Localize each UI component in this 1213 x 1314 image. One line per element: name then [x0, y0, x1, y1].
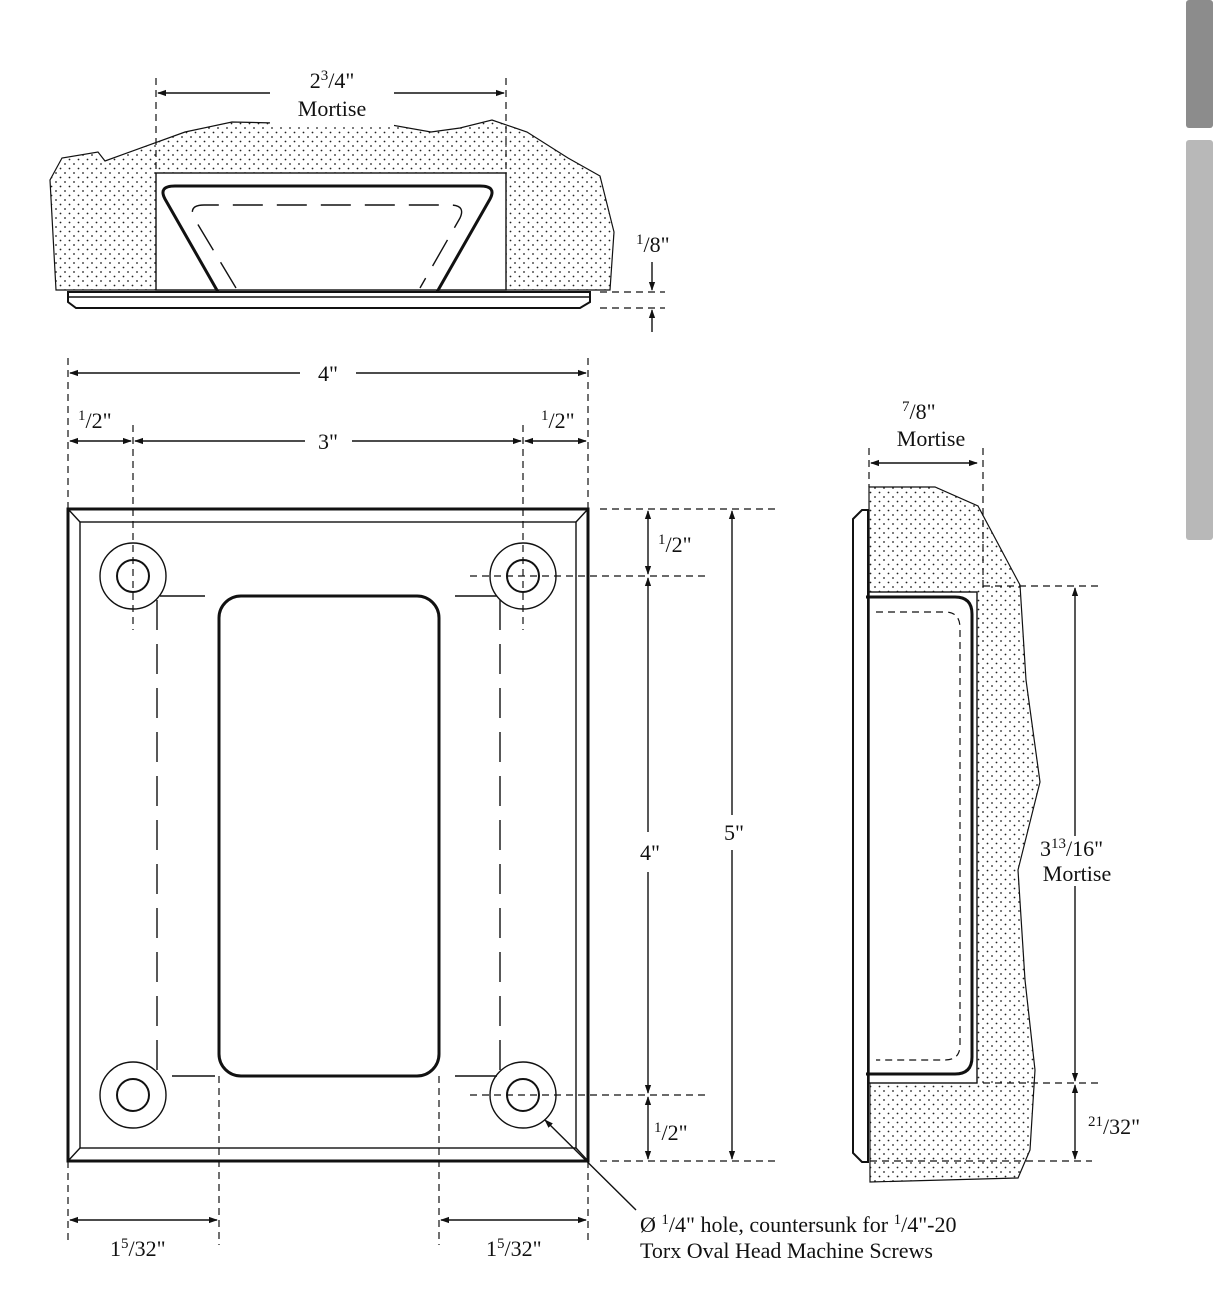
- hole-note-line-1: Ø 1/4" hole, countersunk for 1/4"-20: [640, 1212, 957, 1237]
- top-view-flange: [67, 291, 591, 309]
- top-mortise-width-label: 23/4": [310, 68, 355, 93]
- top-view-handle-hidden-line: [191, 204, 463, 289]
- side-mortise-depth-label: 7/8": [902, 399, 936, 424]
- front-plate-outline: [66, 507, 590, 1163]
- side-view: 7/8" Mortise 313/16" Mortise 21/32": [852, 399, 1140, 1183]
- top-edge-to-hole-label: 1/2": [658, 532, 692, 557]
- overall-height-label: 5": [724, 820, 744, 845]
- side-bottom-offset-label: 21/32": [1088, 1114, 1140, 1139]
- overall-width-label: 4": [318, 361, 338, 386]
- page-edge-tabs: [1186, 0, 1213, 540]
- vertical-hole-spacing-label: 4": [640, 840, 660, 865]
- side-mortise-height-label: 313/16": [1040, 836, 1103, 861]
- top-view: 23/4" Mortise 1/8": [49, 60, 670, 332]
- hole-spacing-label: 3": [318, 429, 338, 454]
- side-view-handle-hidden-line: [876, 611, 961, 1061]
- front-plate-bevel: [79, 521, 577, 1149]
- front-handle-recess: [217, 594, 441, 1078]
- left-edge-to-hole-label: 1/2": [78, 408, 112, 433]
- top-view-handle-cup: [161, 184, 494, 293]
- screw-hole-bottom-left: [99, 1061, 167, 1129]
- top-mortise-word: Mortise: [298, 96, 366, 121]
- bottom-edge-to-hole-label: 1/2": [654, 1120, 688, 1145]
- side-mortise-height-word: Mortise: [1043, 861, 1111, 886]
- hole-note-line-2: Torx Oval Head Machine Screws: [640, 1238, 933, 1263]
- flange-thickness-label: 1/8": [636, 232, 670, 257]
- side-view-mortise-cut: [868, 591, 978, 1084]
- side-view-flange: [852, 509, 869, 1163]
- left-offset-label: 15/32": [110, 1236, 166, 1261]
- front-view: 4" 1/2" 3" 1/2" 1/2" 4" 1/2" 5": [66, 358, 957, 1263]
- side-mortise-depth-word: Mortise: [897, 426, 965, 451]
- right-offset-label: 15/32": [486, 1236, 542, 1261]
- right-edge-to-hole-label: 1/2": [541, 408, 575, 433]
- side-view-handle-cup: [866, 595, 974, 1076]
